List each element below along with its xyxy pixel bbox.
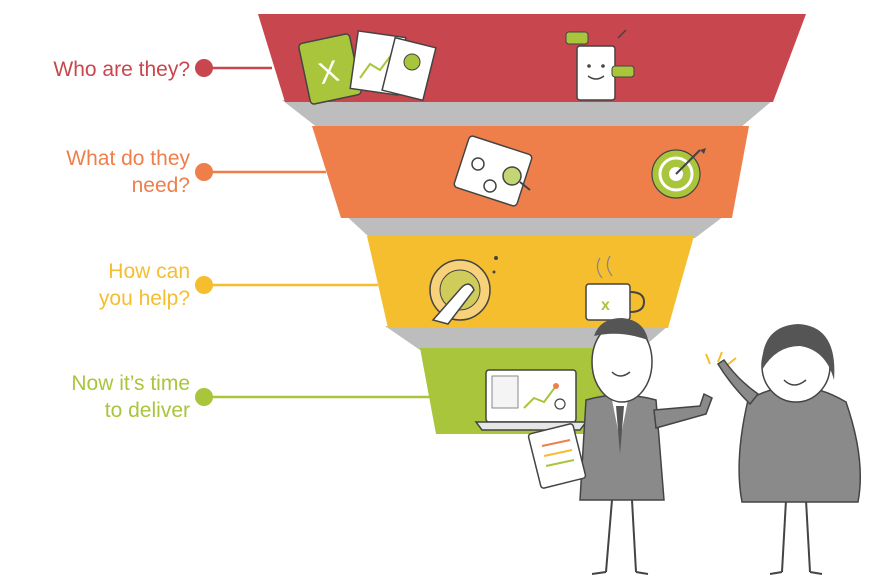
target-icon [651, 148, 706, 199]
stage-label-line: How can [108, 260, 190, 283]
stage-label-line: What do they [66, 147, 190, 170]
stage-label-2: What do they need? [66, 145, 190, 199]
profile-tablet-icon [453, 135, 533, 207]
stage-label-line: Now it’s time [71, 372, 190, 395]
stage-label-line: Who are they? [53, 58, 190, 81]
man-with-clipboard [527, 318, 737, 575]
stage-label-4: Now it’s time to deliver [71, 370, 190, 424]
laptop-icon [474, 369, 588, 431]
stage-label-line: to deliver [104, 399, 190, 422]
tap-finger-icon [429, 256, 498, 325]
stage-connectors [195, 59, 432, 406]
funnel-band-3 [367, 236, 694, 328]
stage-label-3: How can you help? [99, 258, 190, 312]
woman [716, 324, 862, 575]
stage-label-line: need? [131, 174, 190, 197]
coffee-mug-icon: x [585, 255, 646, 321]
charts-icon [349, 30, 437, 102]
stage-label-line: you help? [98, 287, 190, 310]
mug-logo: x [601, 297, 610, 314]
phone-chat-icon [565, 29, 635, 101]
stage-label-1: Who are they? [53, 56, 190, 83]
funnel-connector [282, 100, 773, 128]
funnel-band-2 [312, 126, 749, 218]
